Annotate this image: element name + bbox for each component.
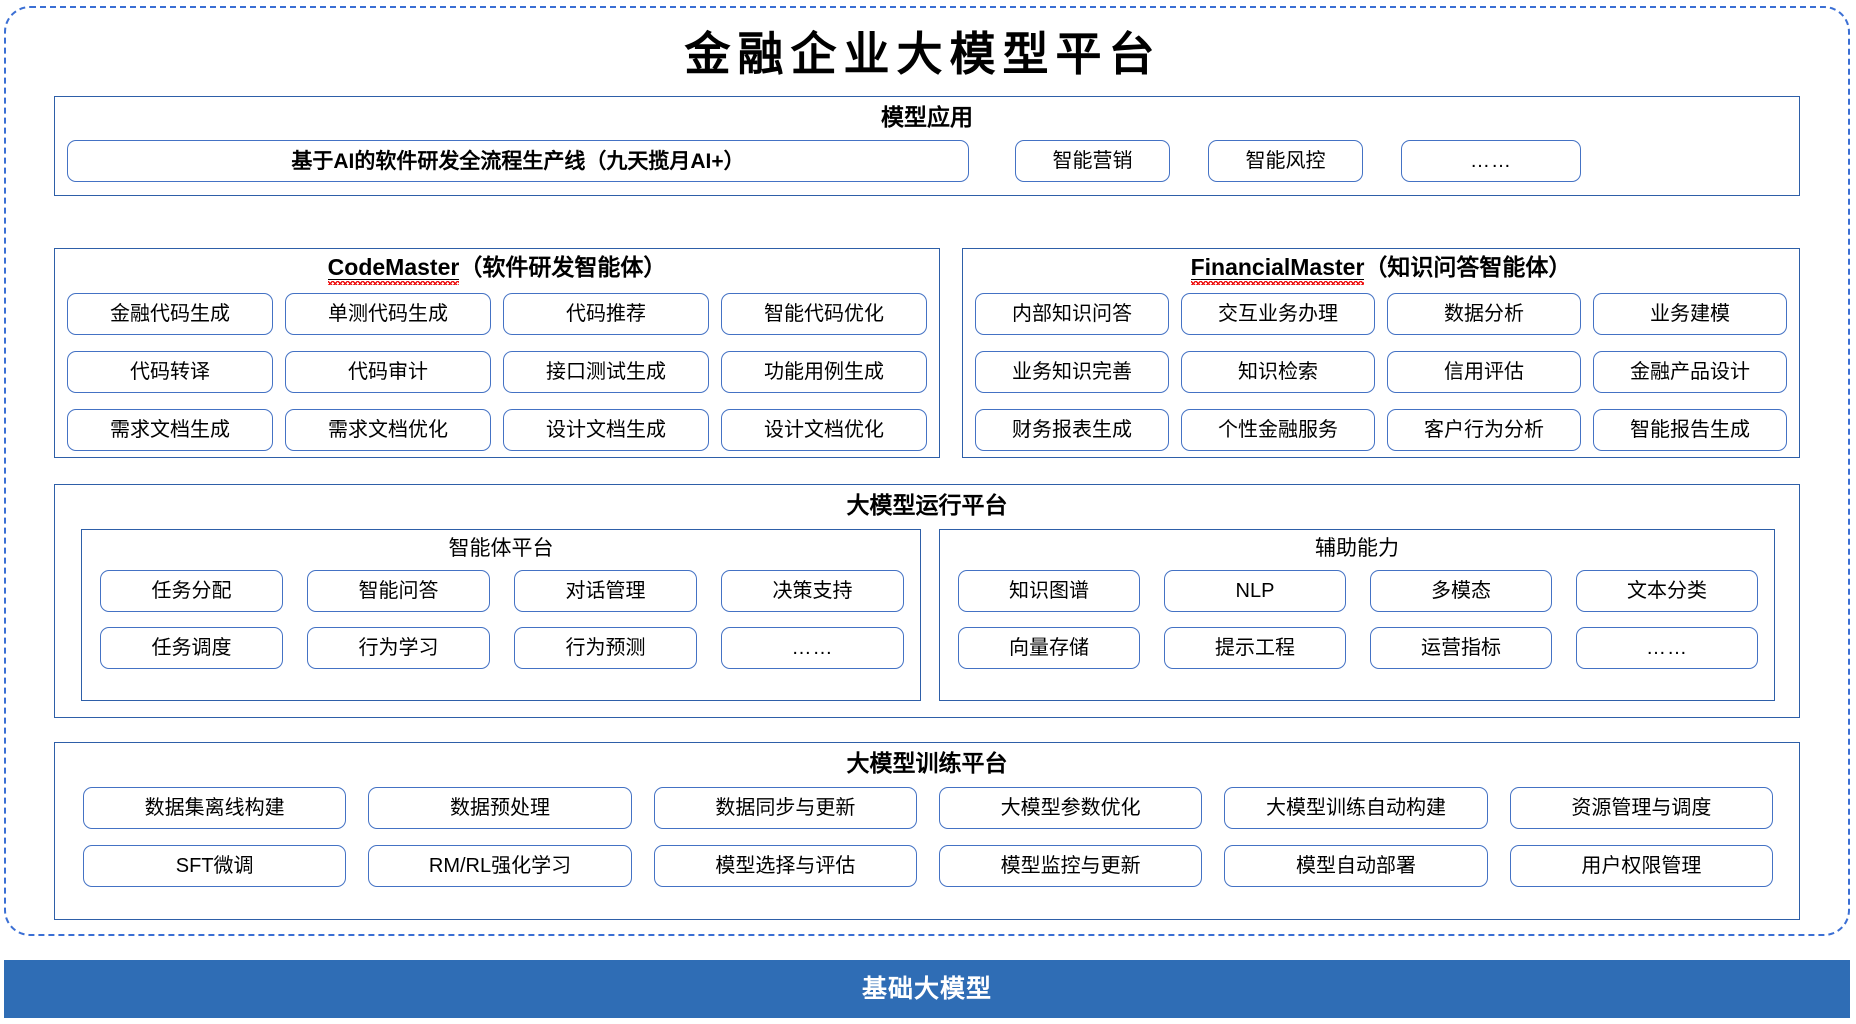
auxiliary-capability-grid: 知识图谱 NLP 多模态 文本分类 向量存储 提示工程 运营指标 …… [958,570,1758,669]
capability-pill[interactable]: 客户行为分析 [1387,409,1581,451]
foundation-model-label: 基础大模型 [861,974,992,1003]
capability-pill[interactable]: 提示工程 [1164,627,1346,669]
capability-pill[interactable]: 业务建模 [1593,293,1787,335]
capability-pill[interactable]: 智能报告生成 [1593,409,1787,451]
capability-pill[interactable]: 多模态 [1370,570,1552,612]
section-title-training-platform: 大模型训练平台 [846,750,1008,776]
app-pill-ai-pipeline[interactable]: 基于AI的软件研发全流程生产线（九天揽月AI+） [67,140,969,182]
capability-pill[interactable]: 大模型训练自动构建 [1224,787,1488,829]
capability-pill[interactable]: 大模型参数优化 [939,787,1203,829]
capability-pill[interactable]: 决策支持 [721,570,904,612]
app-pill-smart-marketing[interactable]: 智能营销 [1015,140,1170,182]
capability-pill[interactable]: 设计文档优化 [721,409,927,451]
capability-pill[interactable]: 对话管理 [514,570,697,612]
section-training-platform: 大模型训练平台 数据集离线构建 数据预处理 数据同步与更新 大模型参数优化 大模… [54,742,1800,920]
section-code-master: CodeMaster（软件研发智能体） 金融代码生成 单测代码生成 代码推荐 智… [54,248,940,458]
financial-master-cn-name: （知识问答智能体） [1364,254,1572,280]
section-title-financial-master: FinancialMaster（知识问答智能体） [963,254,1799,286]
capability-pill[interactable]: 单测代码生成 [285,293,491,335]
capability-pill[interactable]: 代码转译 [67,351,273,393]
section-financial-master: FinancialMaster（知识问答智能体） 内部知识问答 交互业务办理 数… [962,248,1800,458]
capability-pill[interactable]: 模型监控与更新 [939,845,1203,887]
capability-pill[interactable]: 行为预测 [514,627,697,669]
capability-pill[interactable]: 内部知识问答 [975,293,1169,335]
capability-pill-more[interactable]: …… [721,627,904,669]
capability-pill[interactable]: NLP [1164,570,1346,612]
capability-pill[interactable]: 金融产品设计 [1593,351,1787,393]
capability-pill[interactable]: 个性金融服务 [1181,409,1375,451]
capability-pill-more[interactable]: …… [1576,627,1758,669]
capability-pill[interactable]: 知识检索 [1181,351,1375,393]
capability-pill[interactable]: 代码审计 [285,351,491,393]
capability-pill[interactable]: 向量存储 [958,627,1140,669]
capability-pill[interactable]: 功能用例生成 [721,351,927,393]
capability-pill[interactable]: 业务知识完善 [975,351,1169,393]
capability-pill[interactable]: 模型自动部署 [1224,845,1488,887]
capability-pill[interactable]: 任务分配 [100,570,283,612]
capability-pill[interactable]: 需求文档优化 [285,409,491,451]
capability-pill[interactable]: 行为学习 [307,627,490,669]
capability-pill[interactable]: SFT微调 [83,845,347,887]
section-title-code-master: CodeMaster（软件研发智能体） [55,254,939,286]
capability-pill[interactable]: 接口测试生成 [503,351,709,393]
capability-pill[interactable]: 数据同步与更新 [653,787,917,829]
agent-platform-capability-grid: 任务分配 智能问答 对话管理 决策支持 任务调度 行为学习 行为预测 …… [100,570,904,669]
code-master-capability-grid: 金融代码生成 单测代码生成 代码推荐 智能代码优化 代码转译 代码审计 接口测试… [67,293,927,451]
capability-pill[interactable]: 资源管理与调度 [1509,787,1773,829]
capability-pill[interactable]: 需求文档生成 [67,409,273,451]
subsection-title-auxiliary-capability: 辅助能力 [1315,537,1399,560]
code-master-latin-name: CodeMaster [327,254,460,286]
capability-pill[interactable]: 数据分析 [1387,293,1581,335]
capability-pill[interactable]: 交互业务办理 [1181,293,1375,335]
capability-pill[interactable]: 运营指标 [1370,627,1552,669]
section-runtime-platform: 大模型运行平台 智能体平台 任务分配 智能问答 对话管理 决策支持 任务调度 行… [54,484,1800,718]
app-pill-more[interactable]: …… [1401,140,1581,182]
foundation-model-bar: 基础大模型 [4,960,1850,1018]
financial-master-capability-grid: 内部知识问答 交互业务办理 数据分析 业务建模 业务知识完善 知识检索 信用评估… [975,293,1787,451]
section-model-applications: 模型应用 基于AI的软件研发全流程生产线（九天揽月AI+） 智能营销 智能风控 … [54,96,1800,196]
capability-pill[interactable]: 用户权限管理 [1509,845,1773,887]
capability-pill[interactable]: RM/RL强化学习 [368,845,632,887]
capability-pill[interactable]: 模型选择与评估 [653,845,917,887]
financial-master-latin-name: FinancialMaster [1190,254,1365,286]
subsection-auxiliary-capability: 辅助能力 知识图谱 NLP 多模态 文本分类 向量存储 提示工程 运营指标 …… [939,529,1775,701]
capability-pill[interactable]: 智能代码优化 [721,293,927,335]
capability-pill[interactable]: 知识图谱 [958,570,1140,612]
code-master-cn-name: （软件研发智能体） [459,254,667,280]
subsection-agent-platform: 智能体平台 任务分配 智能问答 对话管理 决策支持 任务调度 行为学习 行为预测… [81,529,921,701]
capability-pill[interactable]: 数据集离线构建 [83,787,347,829]
training-platform-capability-grid: 数据集离线构建 数据预处理 数据同步与更新 大模型参数优化 大模型训练自动构建 … [83,787,1773,887]
capability-pill[interactable]: 数据预处理 [368,787,632,829]
section-title-runtime-platform: 大模型运行平台 [846,492,1008,518]
page-title: 金融企业大模型平台 [684,27,1162,81]
capability-pill[interactable]: 任务调度 [100,627,283,669]
capability-pill[interactable]: 代码推荐 [503,293,709,335]
app-pill-smart-risk-control[interactable]: 智能风控 [1208,140,1363,182]
capability-pill[interactable]: 财务报表生成 [975,409,1169,451]
capability-pill[interactable]: 文本分类 [1576,570,1758,612]
capability-pill[interactable]: 金融代码生成 [67,293,273,335]
capability-pill[interactable]: 信用评估 [1387,351,1581,393]
capability-pill[interactable]: 设计文档生成 [503,409,709,451]
application-pill-row: 基于AI的软件研发全流程生产线（九天揽月AI+） 智能营销 智能风控 …… [67,140,1789,182]
section-title-model-applications: 模型应用 [881,104,973,130]
subsection-title-agent-platform: 智能体平台 [448,537,554,560]
capability-pill[interactable]: 智能问答 [307,570,490,612]
